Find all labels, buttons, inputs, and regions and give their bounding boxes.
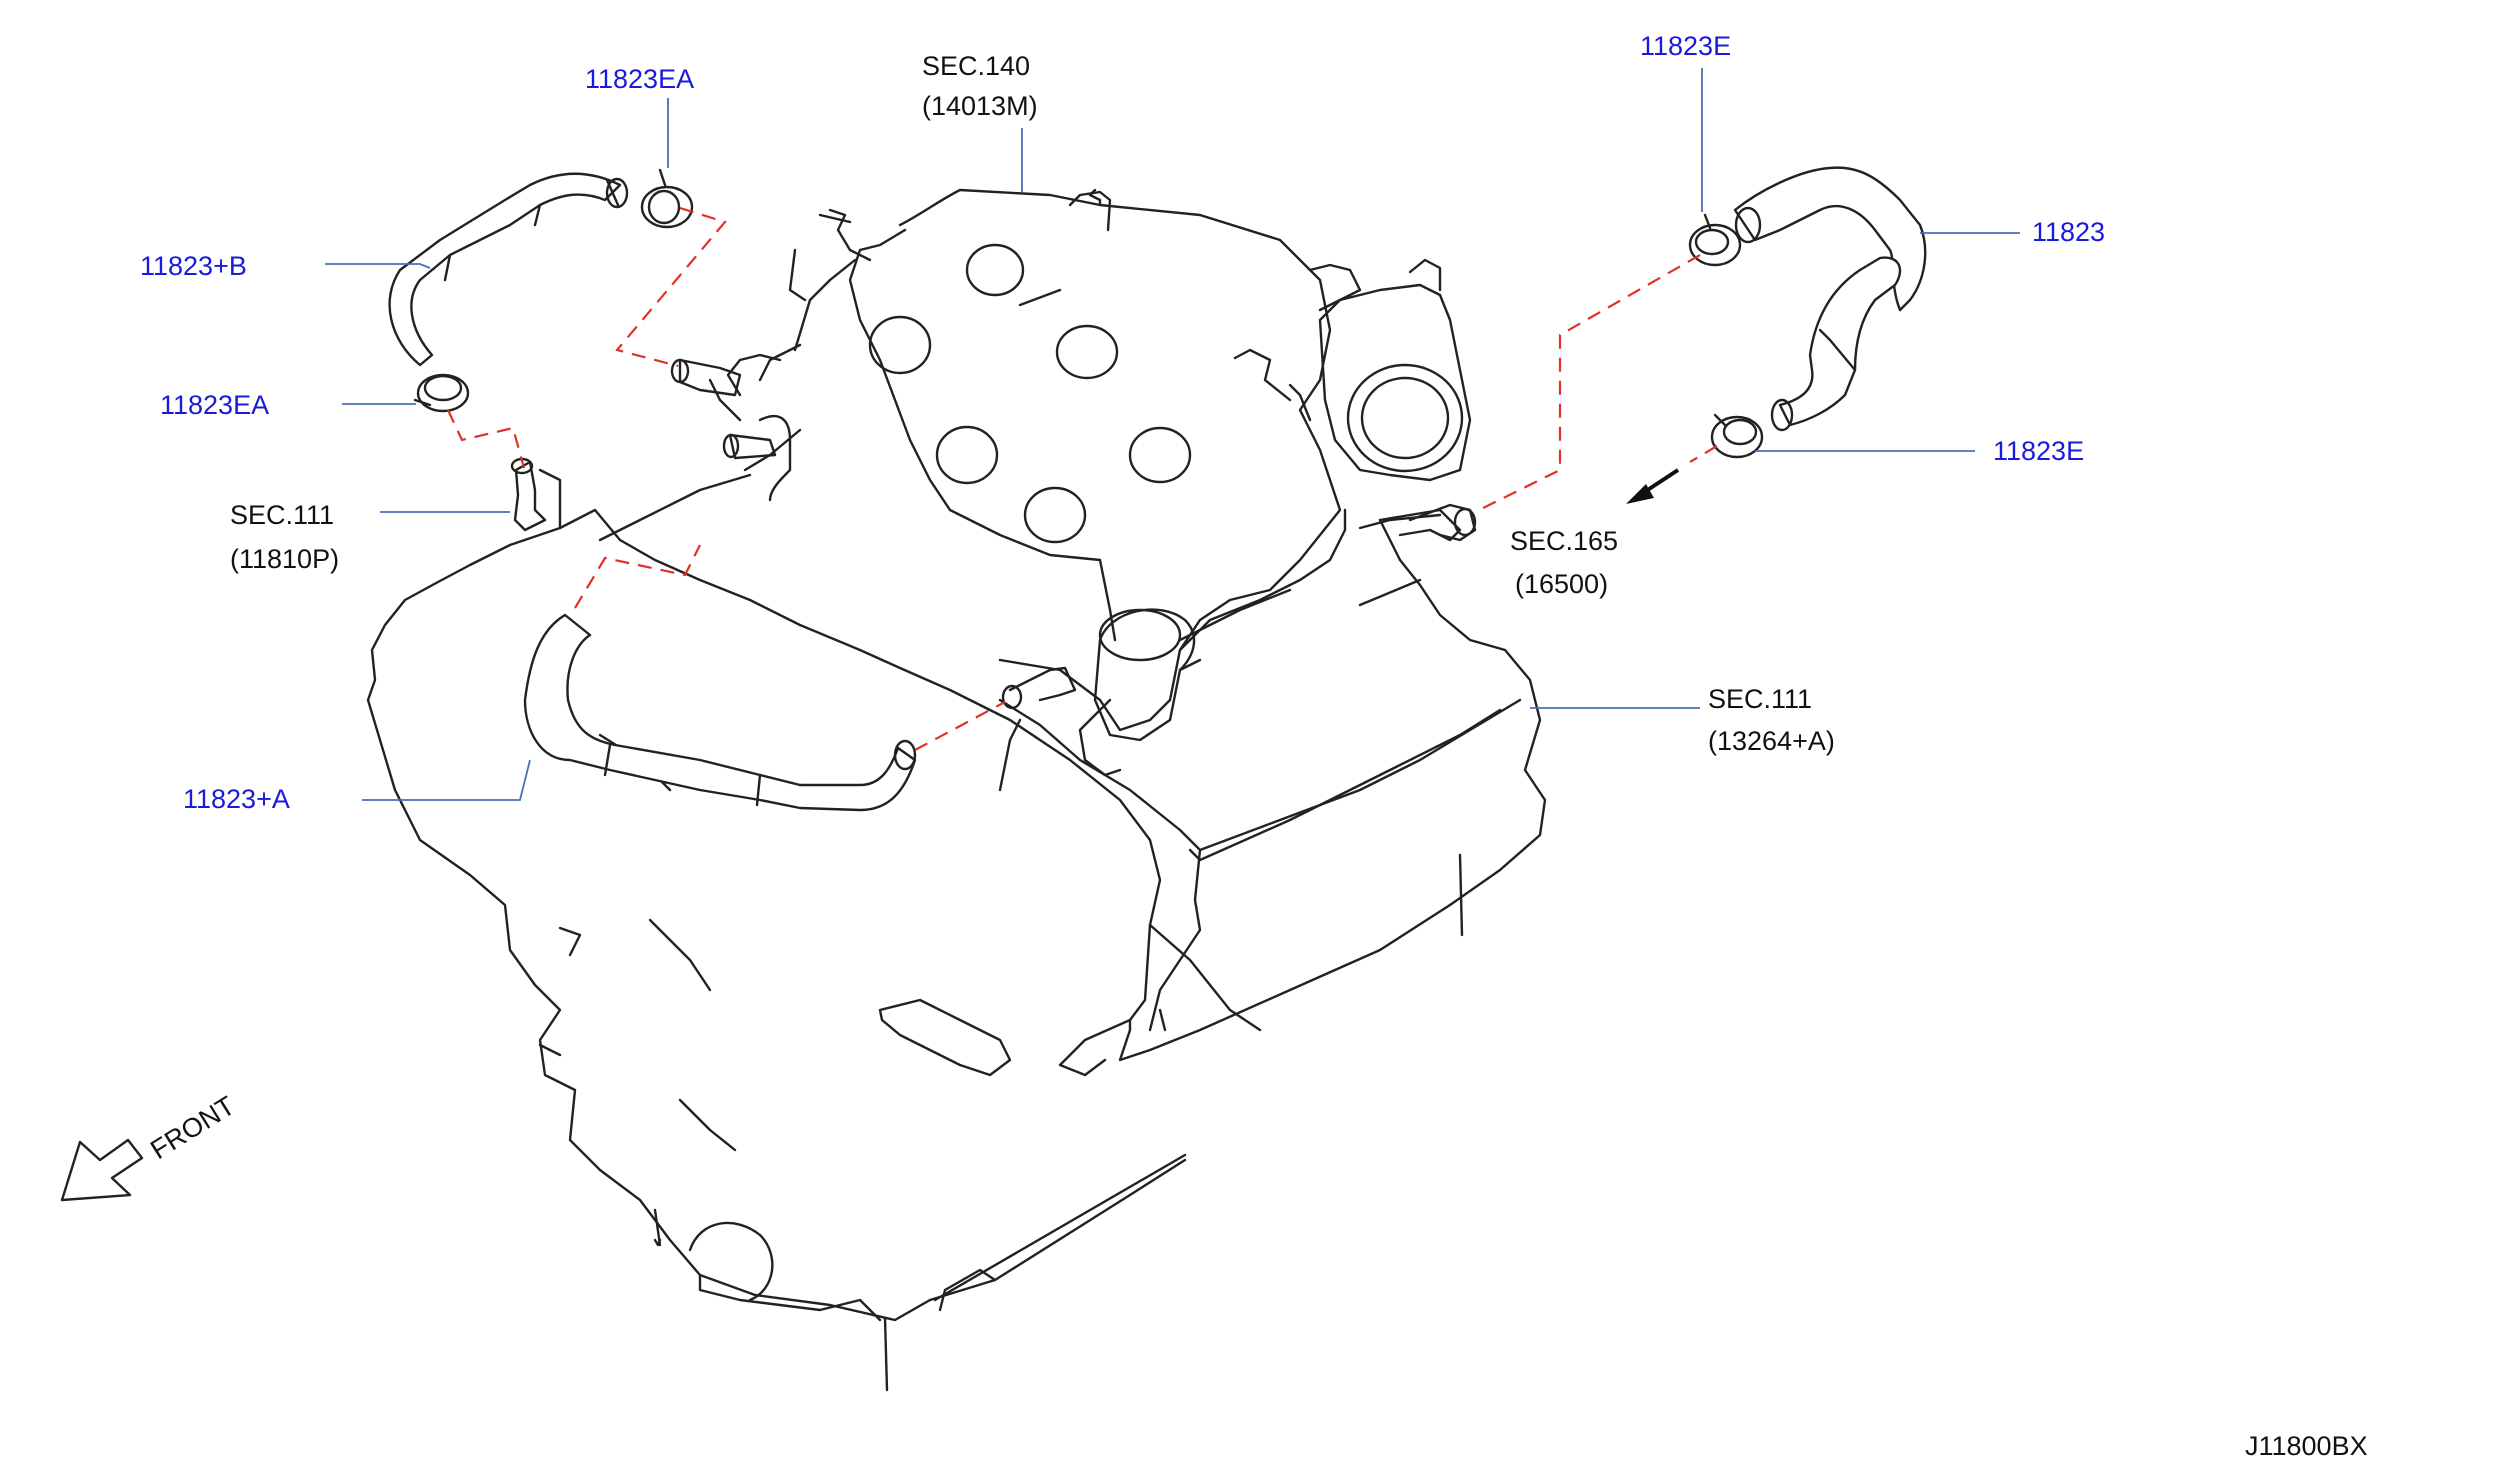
hose-clamp-icon (1688, 213, 1742, 267)
label-13264a: (13264+A) (1708, 726, 1835, 756)
label-11823b: 11823+B (140, 251, 247, 281)
label-16500: (16500) (1515, 569, 1608, 599)
label-11823ea-top: 11823EA (585, 64, 694, 94)
oil-filler-cap (1078, 608, 1202, 777)
leader-lines (325, 68, 2020, 801)
label-11823ea-mid: 11823EA (160, 390, 269, 420)
label-sec140: SEC.140 (922, 51, 1030, 81)
label-14013m: (14013M) (922, 91, 1038, 121)
hose-11823b (388, 172, 629, 367)
diagram-code: J11800BX (2245, 1431, 2368, 1461)
label-11823e-top: 11823E (1640, 31, 1731, 61)
label-front: FRONT (145, 1090, 240, 1165)
label-11823e-bottom: 11823E (1993, 436, 2084, 466)
label-sec165: SEC.165 (1510, 526, 1618, 556)
front-arrow-icon (60, 1138, 144, 1202)
label-sec111-right: SEC.111 (1708, 684, 1812, 714)
manifold-nipple-top (670, 358, 742, 397)
label-11823a: 11823+A (183, 784, 290, 814)
hose-11823a (523, 613, 917, 812)
label-11810p: (11810P) (230, 544, 339, 574)
hose-11823 (1733, 166, 1927, 432)
cover-nipple (1001, 666, 1077, 710)
pcv-outlet-nipple (1408, 503, 1477, 542)
manifold-nipple-mid (722, 433, 777, 460)
hose-clamp-icon (413, 373, 470, 413)
engine-block (366, 508, 1547, 1392)
direction-arrow-icon (1626, 468, 1680, 504)
label-sec111-left: SEC.111 (230, 500, 334, 530)
throttle-body (1318, 258, 1472, 482)
hose-clamp-icon (1710, 413, 1764, 459)
label-11823: 11823 (2032, 217, 2105, 247)
connection-lines (447, 206, 1718, 751)
intake-manifold (538, 188, 1462, 732)
hose-clamp-icon (640, 168, 694, 229)
